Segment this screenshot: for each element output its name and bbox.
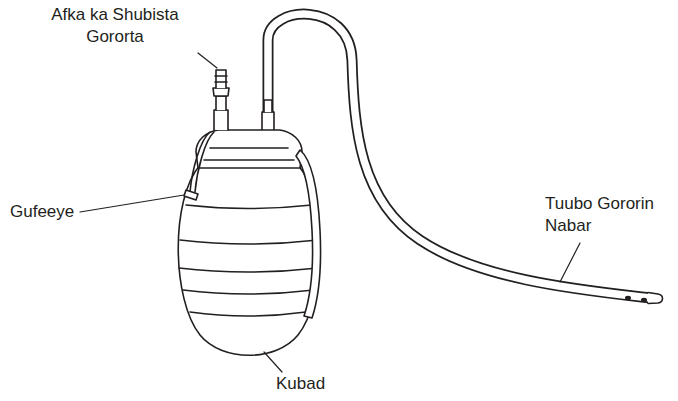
bulb-body (178, 165, 320, 355)
leader-line (560, 243, 580, 282)
part-label: Tuubo Gororin Nabar (545, 193, 667, 237)
plug-tab (184, 190, 198, 200)
part-label: Afka ka Shubista Gororta (40, 4, 190, 48)
pour-spout (214, 110, 228, 130)
tube-tip (648, 293, 663, 304)
graduation-line (190, 312, 306, 316)
graduation-line (186, 205, 312, 209)
drain-hole (642, 299, 646, 302)
drain-hole (626, 297, 630, 300)
leader-line (264, 352, 282, 372)
graduation-line (179, 268, 318, 272)
drain-tube-outline (268, 14, 650, 298)
bulb-cap (196, 130, 302, 168)
drain-tube-fill (268, 14, 650, 298)
part-label: Kubad (276, 373, 356, 395)
tube-connector (262, 112, 274, 130)
graduation-line (180, 240, 318, 244)
leader-line (198, 53, 217, 68)
bulb-strap (296, 150, 321, 318)
graduation-line (183, 290, 314, 294)
part-label: Gufeeye (10, 201, 90, 223)
leader-line (80, 195, 184, 212)
